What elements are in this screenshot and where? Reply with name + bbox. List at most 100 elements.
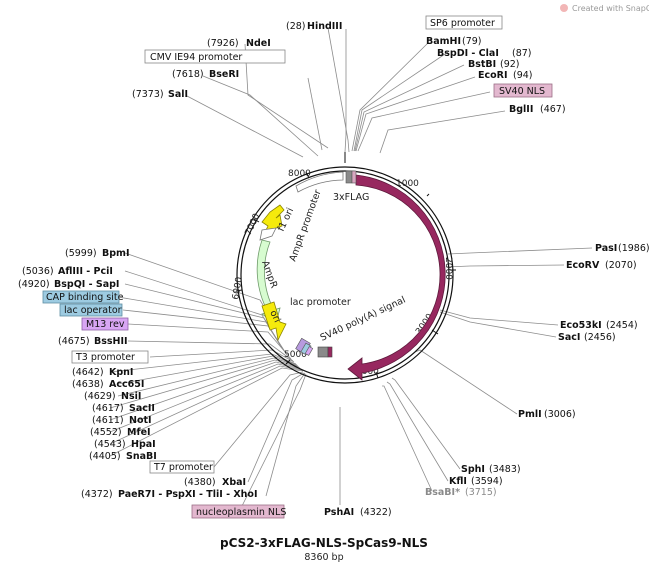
site-afliii-pos: (5036) xyxy=(22,266,54,277)
site-sphi-name[interactable]: SphI xyxy=(461,464,485,475)
site-paer7i-name[interactable]: PaeR7I - PspXI - TliI - XhoI xyxy=(118,489,257,500)
site-hpai-name[interactable]: HpaI xyxy=(131,439,156,450)
brand-text: Created with SnapGene® xyxy=(572,4,649,13)
site-bspdi-pos: (87) xyxy=(512,48,532,59)
site-hindiii-name[interactable]: HindIII xyxy=(307,21,342,32)
site-pmli-name[interactable]: PmlI xyxy=(518,409,542,420)
cmv-promoter-arc[interactable] xyxy=(295,171,344,193)
site-nsii-pos: (4629) xyxy=(84,391,116,402)
site-nsii-name[interactable]: NsiI xyxy=(121,391,141,402)
site-kfli-pos: (3594) xyxy=(471,476,503,487)
site-snabi-name[interactable]: SnaBI xyxy=(126,451,157,462)
ori-feature[interactable] xyxy=(261,301,287,342)
site-bspqi-name[interactable]: BspQI - SapI xyxy=(54,279,119,290)
site-pmli-pos: (3006) xyxy=(544,409,576,420)
plasmid-size: 8360 bp xyxy=(304,552,343,563)
sv40-polya-block[interactable] xyxy=(317,346,329,358)
sp6-promoter-box[interactable] xyxy=(425,15,503,30)
ori-label: ori xyxy=(267,309,282,325)
site-saci-name[interactable]: SacI xyxy=(558,332,580,343)
site-sali-name[interactable]: SalI xyxy=(168,89,188,100)
site-acc65i-name[interactable]: Acc65I xyxy=(109,379,144,390)
site-mfei-pos: (4552) xyxy=(90,427,122,438)
site-afliii-name[interactable]: AflIII - PciI xyxy=(58,266,113,277)
m13-rev-label: M13 rev xyxy=(86,319,125,330)
nucleoplasmin-nls-label: nucleoplasmin NLS xyxy=(196,507,286,518)
site-bglii-name[interactable]: BglII xyxy=(509,104,533,115)
site-xbai-pos: (4380) xyxy=(184,477,216,488)
site-bsshii-pos: (4675) xyxy=(58,336,90,347)
sv40-nls-box[interactable] xyxy=(493,83,553,98)
cas9-feature-arrow[interactable] xyxy=(347,174,446,381)
tick-6000: 6000 xyxy=(231,276,245,301)
site-kpni-name[interactable]: KpnI xyxy=(109,367,133,378)
site-noti-pos: (4611) xyxy=(92,415,124,426)
t3-promoter-label: T3 promoter xyxy=(75,352,135,363)
site-mfei-name[interactable]: MfeI xyxy=(127,427,151,438)
site-bpmi-name[interactable]: BpmI xyxy=(102,248,129,259)
sv40-polya-marker[interactable] xyxy=(327,346,333,358)
site-pshai-name[interactable]: PshAI xyxy=(324,507,354,518)
lac-operator-box[interactable] xyxy=(59,303,123,317)
site-ecori-name[interactable]: EcoRI xyxy=(478,70,508,81)
site-pasi-name[interactable]: PasI xyxy=(595,243,617,254)
site-hpai-pos: (4543) xyxy=(94,439,126,450)
site-bsabi-pos: (3715) xyxy=(465,487,497,498)
cas9-label: Cas9 xyxy=(415,255,426,278)
site-bglii-pos: (467) xyxy=(540,104,566,115)
flag-tag-feature[interactable] xyxy=(345,170,353,184)
site-bsshii-name[interactable]: BssHII xyxy=(94,336,128,347)
site-bseri-pos: (7618) xyxy=(172,69,204,80)
site-bsabi-name[interactable]: BsaBI* xyxy=(425,487,460,498)
site-bpmi-pos: (5999) xyxy=(65,248,97,259)
site-xbai-name[interactable]: XbaI xyxy=(222,477,246,488)
site-kfli-name[interactable]: KflI xyxy=(449,476,467,487)
mcs-feature-cluster[interactable] xyxy=(295,337,314,356)
site-bamhi-pos: (79) xyxy=(462,36,482,47)
site-bspdi-name[interactable]: BspDI - ClaI xyxy=(437,48,499,59)
t7-promoter-label: T7 promoter xyxy=(153,462,213,473)
lac-promoter-label: lac promoter xyxy=(290,297,351,308)
sv40-nls-box-label: SV40 NLS xyxy=(499,86,545,97)
lac-operator-label: lac operator xyxy=(64,305,122,316)
t3-promoter-box[interactable] xyxy=(71,350,149,364)
site-noti-name[interactable]: NotI xyxy=(129,415,152,426)
sv40-nls-feature[interactable] xyxy=(351,170,357,184)
site-sali-pos: (7373) xyxy=(132,89,164,100)
site-ndei-name[interactable]: NdeI xyxy=(246,38,271,49)
site-ecorv-name[interactable]: EcoRV xyxy=(566,260,600,271)
site-snabi-pos: (4405) xyxy=(89,451,121,462)
tick-8000: 8000 xyxy=(288,169,311,179)
site-ecorv-pos: (2070) xyxy=(605,260,637,271)
plasmid-title: pCS2-3xFLAG-NLS-SpCas9-NLS xyxy=(220,536,428,550)
m13-rev-box[interactable] xyxy=(81,317,129,331)
cap-binding-site-label: CAP binding site xyxy=(46,292,124,303)
site-eco53ki-name[interactable]: Eco53kI xyxy=(560,320,602,331)
leader-lines xyxy=(109,27,593,509)
tick-7000: 7000 xyxy=(244,212,263,237)
cmv-promoter-box-label: CMV IE94 promoter xyxy=(150,52,242,63)
cmv-promoter-box[interactable] xyxy=(144,49,286,64)
site-bstbi-name[interactable]: BstBI xyxy=(468,59,496,70)
tick-1000: 1000 xyxy=(396,179,419,189)
ampr-promoter-feature[interactable] xyxy=(259,227,277,241)
site-pasi-pos: (1986) xyxy=(618,243,649,254)
site-bspqi-pos: (4920) xyxy=(18,279,50,290)
t7-promoter-box[interactable] xyxy=(149,460,215,474)
site-ndei-pos: (7926) xyxy=(207,38,239,49)
site-bamhi-name[interactable]: BamHI xyxy=(426,36,461,47)
site-bseri-name[interactable]: BseRI xyxy=(209,69,239,80)
site-sacii-pos: (4617) xyxy=(92,403,124,414)
site-sphi-pos: (3483) xyxy=(489,464,521,475)
sp6-promoter-box-label: SP6 promoter xyxy=(430,18,495,29)
flag-label: 3xFLAG xyxy=(333,192,369,203)
tick-5000: 5000 xyxy=(284,350,307,360)
snapgene-logo-icon xyxy=(560,4,568,12)
site-sacii-name[interactable]: SacII xyxy=(129,403,155,414)
site-kpni-pos: (4642) xyxy=(72,367,104,378)
cap-binding-site-box[interactable] xyxy=(42,290,120,304)
site-ecori-pos: (94) xyxy=(513,70,533,81)
nucleoplasmin-nls-box[interactable] xyxy=(191,504,285,519)
site-hindiii-pos: (28) xyxy=(286,21,306,32)
